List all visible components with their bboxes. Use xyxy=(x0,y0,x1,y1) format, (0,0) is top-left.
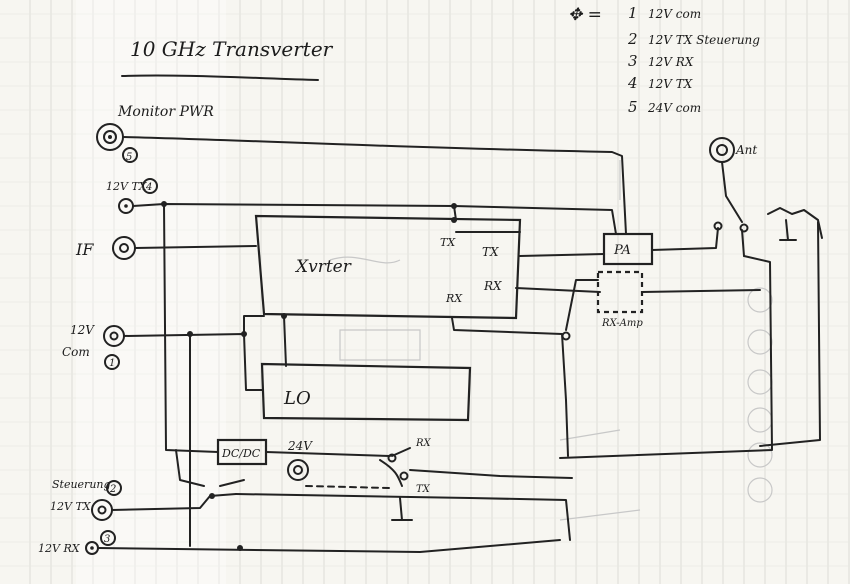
title-underline xyxy=(121,74,319,81)
connector-12v-tx: 12V TX 4 xyxy=(106,178,158,214)
label-12v-tx: 12V TX xyxy=(106,180,148,193)
page-title: 10 GHz Transverter xyxy=(130,37,334,61)
label-if: IF xyxy=(75,240,94,259)
rx-amp-label: RX-Amp xyxy=(601,318,643,329)
legend: ✥ = 1 12V com 2 12V TX Steuerung 3 12V R… xyxy=(568,4,760,116)
dcdc-label: DC/DC xyxy=(221,447,261,460)
xvrter-rx-left: RX xyxy=(445,292,463,305)
wiring xyxy=(97,136,823,553)
legend-num-5: 5 xyxy=(628,98,638,116)
xvrter-tx-left: TX xyxy=(440,236,456,249)
connector-24v: 24V xyxy=(287,439,313,481)
label-12v-tx2: 12V TX xyxy=(50,500,92,513)
connector-12v-com: 12V Com 1 xyxy=(62,323,125,370)
label-monitor-pwr: Monitor PWR xyxy=(117,104,214,120)
block-lo: LO xyxy=(260,362,472,422)
legend-label-5: 24V com xyxy=(647,101,701,115)
xvrter-tx: TX xyxy=(482,245,499,259)
label-ant: Ant xyxy=(735,143,757,157)
num-12v-tx: 4 xyxy=(145,182,152,193)
lo-label: LO xyxy=(283,388,311,409)
relay-rx-label: RX xyxy=(415,438,432,449)
block-xvrter: Xvrter TX TX RX RX xyxy=(254,214,522,320)
legend-label-4: 12V TX xyxy=(648,77,693,91)
legend-num-3: 3 xyxy=(628,52,638,70)
legend-label-1: 12V com xyxy=(648,7,701,21)
legend-num-4: 4 xyxy=(627,74,638,92)
label-12v-rx: 12V RX xyxy=(38,542,81,555)
num-steuerung: 2 xyxy=(109,484,116,495)
legend-num-2: 2 xyxy=(627,30,638,48)
xvrter-label: Xvrter xyxy=(294,257,352,277)
legend-label-3: 12V RX xyxy=(648,55,694,69)
relay-tx-label: TX xyxy=(416,484,431,495)
pa-label: PA xyxy=(613,243,631,258)
num-12v-com: 1 xyxy=(109,358,115,369)
legend-num-1: 1 xyxy=(628,4,638,22)
num-12v-rx: 3 xyxy=(104,534,110,545)
label-12v-com-b: Com xyxy=(62,345,90,359)
connector-steuerung: Steuerung 12V TX 2 xyxy=(50,478,122,521)
label-12v-com-a: 12V xyxy=(70,323,95,337)
legend-symbol: ✥ = xyxy=(568,5,602,25)
xvrter-rx: RX xyxy=(483,279,502,293)
v24-label: 24V xyxy=(287,439,313,453)
num-monitor: 5 xyxy=(126,152,132,163)
connector-12v-rx: 12V RX 3 xyxy=(38,530,116,555)
legend-label-2: 12V TX Steuerung xyxy=(648,33,760,47)
label-steuerung: Steuerung xyxy=(52,478,111,491)
